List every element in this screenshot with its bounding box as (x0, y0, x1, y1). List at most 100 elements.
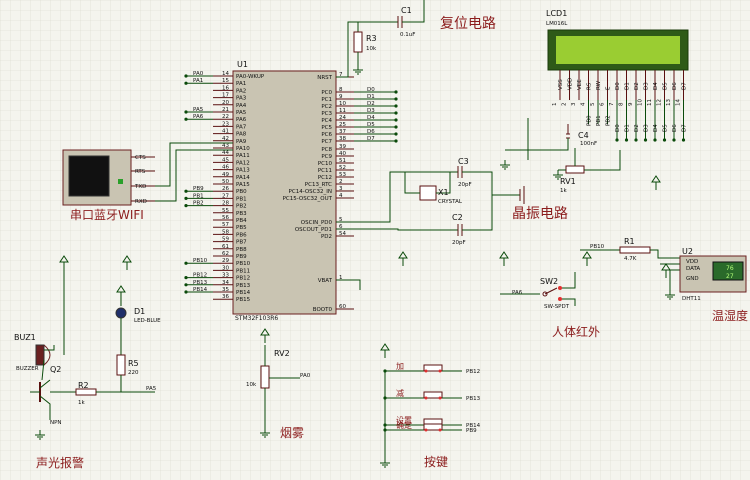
lcd-pin-name: RW (596, 80, 602, 90)
mcu-pin-number: 1 (339, 275, 343, 281)
smoke-sensor[interactable]: RV2 10k PA0 烟雾 (246, 328, 311, 440)
lcd-pins: VSS1VDD2VEE3RS4PB0RW5PB1E6PB2D07D0D18D1D… (552, 70, 688, 142)
led-body (115, 307, 127, 319)
net-junction (383, 423, 387, 427)
crystal-title: 晶振电路 (512, 206, 568, 222)
key-button[interactable] (423, 423, 443, 431)
mcu-pin-number: 10 (339, 101, 346, 107)
data-bus-label: D0 (367, 87, 375, 93)
lcd-cap-value: 100nF (580, 141, 597, 147)
mcu-pin-number: 43 (222, 143, 229, 149)
key-label: 加 (396, 361, 404, 371)
net-junction (383, 428, 387, 432)
mcu-pin-name: PC7 (321, 139, 332, 145)
net-junction (394, 97, 398, 101)
lcd-pin-name: D0 (615, 82, 621, 90)
net-junction (681, 138, 686, 142)
dht-display-top: 76 (726, 265, 734, 272)
net-junction (394, 104, 398, 108)
lcd-pin-name: VSS (558, 79, 564, 90)
net-junction (184, 110, 188, 114)
pir-net: PA6 (512, 290, 523, 296)
reset-circuit[interactable]: C1 0.1uF R3 10k 复位电路 (336, 0, 496, 78)
mcu-pin-name: PC0 (321, 90, 332, 96)
buzzer-circuit[interactable]: BUZ1 BUZZER Q2 NPN R2 1k PA5 声光报警 (14, 255, 157, 470)
smoke-net: PA0 (300, 373, 311, 379)
mcu-pin-number: 28 (222, 201, 229, 207)
lcd-pot-value: 1k (560, 188, 567, 194)
net-junction (383, 369, 387, 373)
mcu-pin-number: 25 (339, 122, 346, 128)
mcu-pin-name: PC14-OSC32_IN (289, 189, 332, 195)
mcu-pin-number: 46 (222, 165, 229, 171)
mcu-pin-number: 29 (222, 258, 229, 264)
key-contact (424, 369, 428, 373)
mcu-pin-number: 24 (339, 115, 346, 121)
mcu-pin-name: PA2 (236, 88, 246, 94)
smoke-pot[interactable] (260, 365, 270, 389)
lcd-pin-number: 12 (657, 99, 663, 106)
lcd-pin-name: D2 (634, 82, 640, 90)
mcu-pin-name: PA10 (236, 146, 250, 152)
net-junction (672, 138, 676, 142)
pir-switch[interactable]: PA6 SW2 SW-SPDT 人体红外 (500, 272, 600, 339)
lcd-data-net: D3 (644, 124, 650, 132)
mcu-net-label: PA5 (193, 107, 204, 113)
key-contact (424, 396, 428, 400)
reset-cap-value: 0.1uF (400, 32, 415, 38)
pir-part: SW-SPDT (544, 304, 570, 310)
mcu-pin-number: 41 (222, 129, 229, 135)
lcd-pin-number: 8 (619, 102, 625, 106)
mcu-pin-name: PA12 (236, 160, 250, 166)
lcd-pin-name: D1 (625, 82, 631, 90)
mcu-pin-name: PB7 (236, 240, 247, 246)
net-junction (383, 396, 387, 400)
mcu-pin-name: PA8 (236, 132, 247, 138)
key-button[interactable] (423, 391, 443, 399)
mcu-pin-name: PA0-WKUP (236, 74, 265, 80)
crystal-c2-value: 20pF (452, 240, 466, 246)
key-net: PB13 (466, 396, 481, 402)
crystal-body (419, 185, 437, 201)
lcd-pin-name: D6 (672, 82, 678, 90)
mcu-pin-name: OSCOUT_PD1 (295, 227, 332, 233)
wifi-indicator (118, 179, 123, 184)
dht-pin-name: VDD (686, 259, 698, 265)
key-button[interactable] (423, 364, 443, 372)
lcd-ctrl-net: PB2 (606, 115, 612, 126)
crystal-ref: X1 (438, 188, 449, 197)
mcu-pin-number: 62 (222, 251, 229, 257)
mcu-pin-number: 56 (222, 215, 229, 221)
reset-resistor (353, 31, 363, 53)
buzzer-icon (35, 344, 45, 366)
key-label: 确定 (396, 420, 412, 430)
lcd-pin-name: D4 (653, 82, 659, 90)
key-label: 设置 (396, 415, 412, 425)
dht-pullup-resistor (619, 246, 651, 254)
buzzer-ref: BUZ1 (14, 333, 36, 342)
mcu-pin-name: PC5 (321, 125, 332, 131)
mcu-pin-number: 22 (222, 114, 229, 120)
crystal-circuit[interactable]: X1 CRYSTAL C3 20pF C2 20pF 晶振电路 (336, 157, 568, 246)
key-net: PB14 (466, 423, 481, 429)
net-junction (184, 276, 188, 280)
data-bus-label: D4 (367, 115, 375, 121)
mcu-pin-name: PD2 (321, 234, 332, 240)
net-junction (624, 138, 629, 142)
lcd-pin-name: VEE (577, 79, 583, 90)
mcu-pin-name: PC8 (321, 147, 332, 153)
key-contact (438, 428, 442, 432)
mcu-part: STM32F103R6 (235, 315, 278, 322)
lcd-pin-number: 13 (666, 99, 672, 106)
net-junction (634, 138, 638, 142)
lcd-module[interactable]: LCD1 LM016L VSS1VDD2VEE3RS4PB0RW5PB1E6PB… (499, 9, 689, 194)
mcu-pin-name: PA3 (236, 96, 247, 102)
mcu-pin-number: 23 (222, 121, 229, 127)
mcu-pin-name: PB15 (236, 297, 251, 303)
lcd-contrast-pot[interactable] (565, 165, 585, 174)
